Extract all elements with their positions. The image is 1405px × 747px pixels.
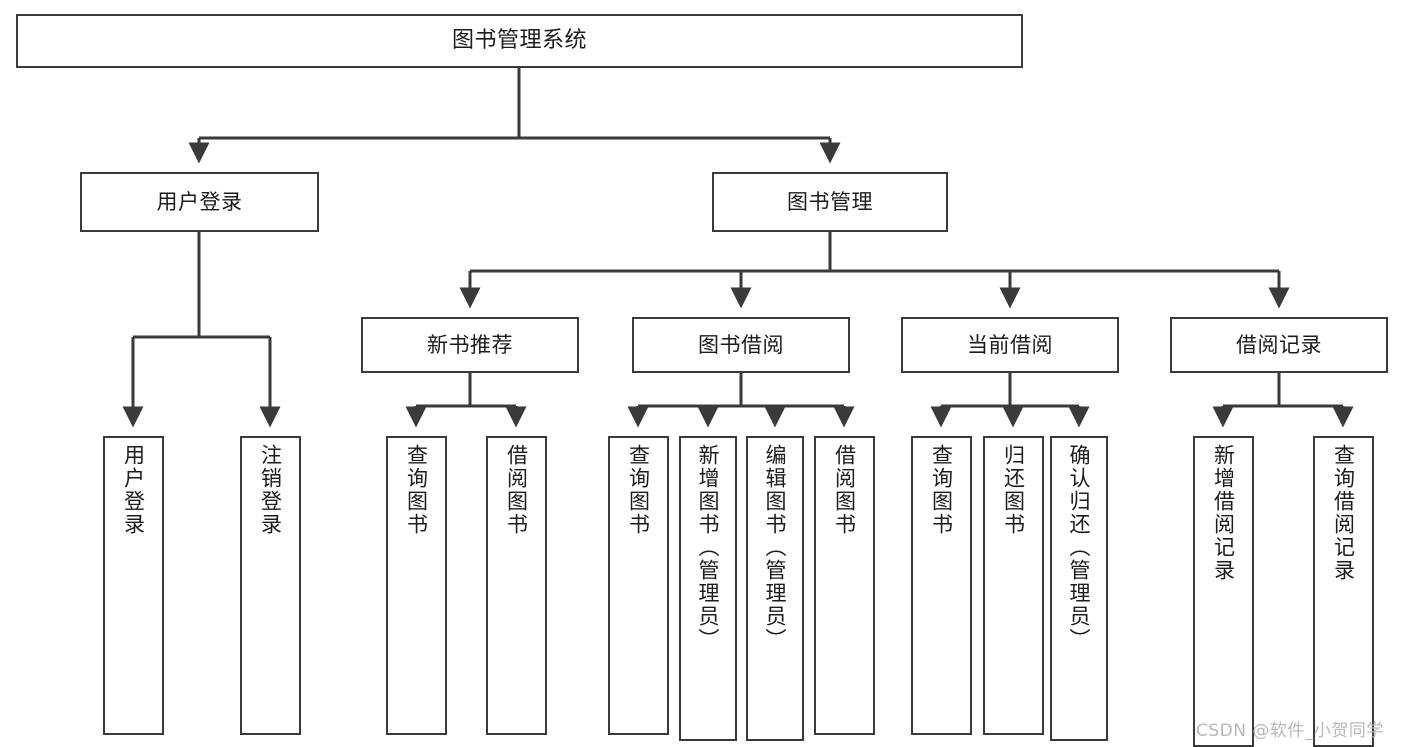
node-label: 查询借阅记录 bbox=[1331, 444, 1356, 582]
node-label: 新增借阅记录 bbox=[1211, 444, 1236, 582]
node-current-borrow[interactable]: 当前借阅 bbox=[901, 317, 1119, 373]
node-leaf-user-login[interactable]: 用户登录 bbox=[103, 436, 164, 735]
node-leaf-query-record[interactable]: 查询借阅记录 bbox=[1313, 436, 1374, 747]
node-leaf-borrow-book-1[interactable]: 借阅图书 bbox=[486, 436, 547, 735]
node-label: 借阅图书 bbox=[504, 444, 529, 536]
node-leaf-add-record[interactable]: 新增借阅记录 bbox=[1193, 436, 1254, 747]
node-label: 图书借阅 bbox=[698, 332, 784, 357]
node-label: 新增图书（管理员） bbox=[696, 444, 721, 651]
node-label: 当前借阅 bbox=[967, 332, 1053, 357]
node-user-login[interactable]: 用户登录 bbox=[80, 172, 319, 232]
node-label: 编辑图书（管理员） bbox=[763, 444, 788, 651]
node-label: 查询图书 bbox=[929, 444, 954, 536]
node-label: 用户登录 bbox=[121, 444, 146, 536]
node-leaf-query-book-3[interactable]: 查询图书 bbox=[911, 436, 972, 735]
node-leaf-query-book-2[interactable]: 查询图书 bbox=[608, 436, 669, 735]
node-label: 借阅记录 bbox=[1236, 332, 1322, 357]
node-root-system[interactable]: 图书管理系统 bbox=[16, 14, 1023, 68]
node-label: 查询图书 bbox=[404, 444, 429, 536]
csdn-watermark: CSDN @软件_小贺同学 bbox=[1196, 721, 1384, 741]
node-leaf-edit-book[interactable]: 编辑图书（管理员） bbox=[746, 436, 804, 741]
node-label: 注销登录 bbox=[258, 444, 283, 536]
node-leaf-logout[interactable]: 注销登录 bbox=[240, 436, 301, 735]
node-label: 图书管理 bbox=[787, 189, 873, 214]
node-label: 借阅图书 bbox=[832, 444, 857, 536]
node-leaf-borrow-book-2[interactable]: 借阅图书 bbox=[814, 436, 875, 735]
node-label: 查询图书 bbox=[626, 444, 651, 536]
node-book-manage[interactable]: 图书管理 bbox=[712, 172, 948, 232]
node-new-book-rec[interactable]: 新书推荐 bbox=[361, 317, 579, 373]
node-label: 新书推荐 bbox=[427, 332, 513, 357]
node-leaf-confirm-return[interactable]: 确认归还（管理员） bbox=[1050, 436, 1108, 741]
node-book-borrow[interactable]: 图书借阅 bbox=[632, 317, 850, 373]
node-leaf-return-book[interactable]: 归还图书 bbox=[983, 436, 1044, 735]
node-label: 图书管理系统 bbox=[451, 28, 587, 54]
node-borrow-record[interactable]: 借阅记录 bbox=[1170, 317, 1388, 373]
node-leaf-query-book-1[interactable]: 查询图书 bbox=[386, 436, 447, 735]
node-label: 归还图书 bbox=[1001, 444, 1026, 536]
node-leaf-add-book[interactable]: 新增图书（管理员） bbox=[679, 436, 737, 741]
node-label: 用户登录 bbox=[156, 189, 243, 214]
node-label: 确认归还（管理员） bbox=[1067, 444, 1092, 651]
